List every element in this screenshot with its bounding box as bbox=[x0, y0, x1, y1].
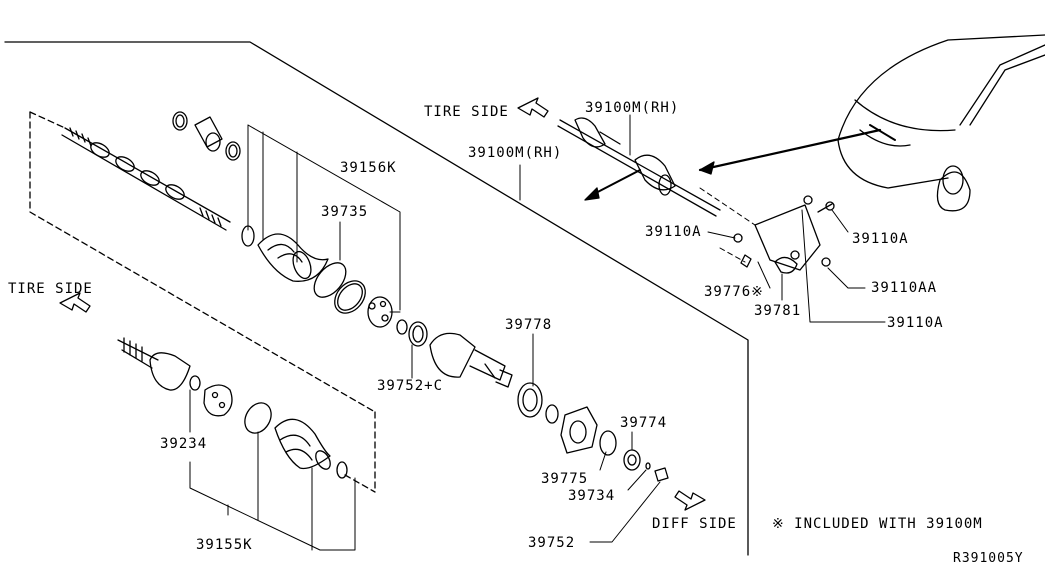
part-39110a-left[interactable]: 39110A bbox=[645, 224, 702, 240]
part-39234[interactable]: 39234 bbox=[160, 436, 208, 452]
part-39752[interactable]: 39752 bbox=[528, 535, 576, 551]
part-39155k[interactable]: 39155K bbox=[196, 537, 253, 553]
part-39781[interactable]: 39781 bbox=[754, 303, 802, 319]
frame-lines bbox=[4, 41, 749, 556]
seal-and-bearing bbox=[517, 382, 669, 482]
axle-shaft bbox=[61, 127, 231, 231]
part-39735[interactable]: 39735 bbox=[321, 204, 369, 220]
outer-joint-housing bbox=[429, 332, 513, 388]
part-39156k[interactable]: 39156K bbox=[340, 160, 397, 176]
part-39110aa[interactable]: 39110AA bbox=[871, 280, 938, 296]
dashed-enclosure bbox=[29, 111, 376, 493]
inner-joint-assembly bbox=[117, 337, 233, 417]
bracket bbox=[733, 195, 835, 274]
inner-boot-kit bbox=[244, 402, 348, 479]
note-included: ※ INCLUDED WITH 39100M bbox=[772, 516, 983, 532]
part-39778[interactable]: 39778 bbox=[505, 317, 553, 333]
inner-race bbox=[367, 296, 428, 347]
outer-boot-kit bbox=[241, 225, 366, 314]
label-diff-side: DIFF SIDE bbox=[652, 516, 737, 532]
reference-code: R391005Y bbox=[953, 551, 1024, 566]
part-39774[interactable]: 39774 bbox=[620, 415, 668, 431]
part-39110a-right[interactable]: 39110A bbox=[852, 231, 909, 247]
pointer-arrow bbox=[698, 124, 896, 175]
vehicle bbox=[837, 34, 1045, 212]
part-39776[interactable]: 39776※ bbox=[704, 284, 764, 300]
damper-parts bbox=[172, 111, 241, 161]
leader-lines bbox=[189, 114, 886, 551]
label-tire-side-left: TIRE SIDE bbox=[8, 281, 93, 297]
part-39734[interactable]: 39734 bbox=[568, 488, 616, 504]
part-39775[interactable]: 39775 bbox=[541, 471, 589, 487]
direction-arrows bbox=[59, 97, 706, 511]
part-39100m-rh-lower[interactable]: 39100M(RH) bbox=[468, 145, 563, 161]
part-39110a-bottom[interactable]: 39110A bbox=[887, 315, 944, 331]
label-tire-side-top: TIRE SIDE bbox=[424, 104, 509, 120]
shaft-assembly-rh bbox=[557, 117, 721, 217]
part-39752-c[interactable]: 39752+C bbox=[377, 378, 444, 394]
part-39100m-rh-upper[interactable]: 39100M(RH) bbox=[585, 100, 680, 116]
